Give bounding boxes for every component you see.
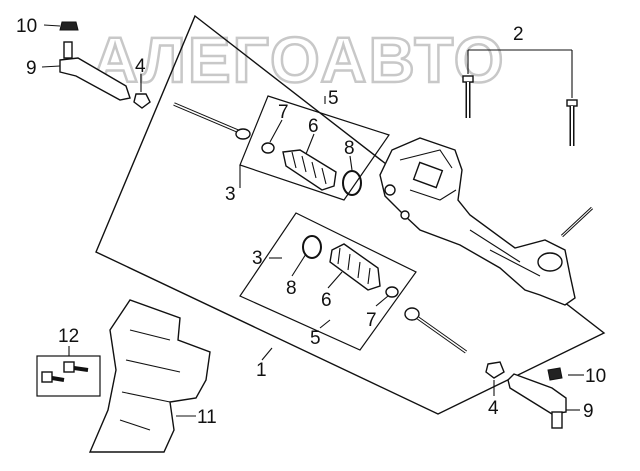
callout-11: 11 [197,407,217,428]
outer-tie-rod-end-upper [59,21,131,101]
rack-boot-lower [329,243,381,291]
clamp-large-lower [302,235,322,259]
callout-9-upper: 9 [26,58,37,79]
callout-8-upper: 8 [344,138,355,159]
callout-3-lower: 3 [252,248,263,269]
upper-boot-kit-box [239,95,390,201]
clamp-small-upper [261,142,275,154]
nut-lower [485,361,505,379]
callout-4-lower: 4 [488,398,499,419]
callout-8-lower: 8 [286,278,297,299]
lower-boot-kit-box [239,212,417,351]
callout-7-lower: 7 [366,310,377,331]
callout-2: 2 [513,24,524,45]
clamp-large-upper [342,170,362,196]
callout-4-upper: 4 [135,56,146,77]
callout-6-lower: 6 [321,290,332,311]
callout-1: 1 [256,360,267,381]
watermark-logo: АЛЕГОАВТО [92,24,506,96]
callout-12: 12 [58,326,79,347]
callout-5-upper: 5 [328,88,339,109]
callout-3-upper: 3 [225,184,236,205]
rack-boot-upper [282,149,337,191]
callout-10-upper: 10 [16,16,37,37]
callout-9-lower: 9 [583,401,594,422]
callout-5-lower: 5 [310,328,321,349]
leader-lines [41,24,584,417]
mounting-bolt-right [566,99,578,146]
inner-tie-rod-upper [173,102,251,140]
clamp-small-lower [385,286,399,298]
heat-shield [88,299,211,453]
callout-7-upper: 7 [278,102,289,123]
mounting-bolt-left [462,75,474,118]
steering-gear-housing [379,137,594,306]
inner-tie-rod-lower [404,307,468,354]
callout-6-upper: 6 [308,116,319,137]
callout-10-lower: 10 [585,366,606,387]
nut-upper [133,93,151,109]
outer-tie-rod-end-lower [507,367,567,429]
bolt-kit-parts [41,361,89,383]
